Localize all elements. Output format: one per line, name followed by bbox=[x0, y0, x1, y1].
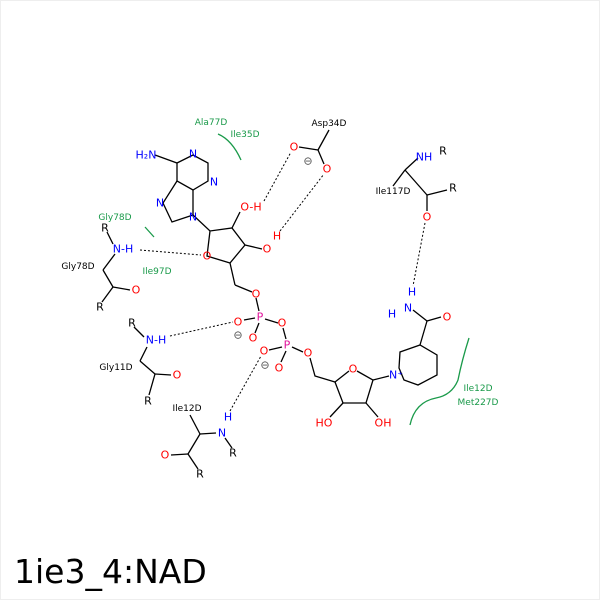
residue-ile12d-contact: Ile12D bbox=[463, 384, 492, 394]
asp-charge: ⊖ bbox=[303, 155, 312, 168]
asp-o2-label: O bbox=[323, 163, 332, 176]
gly11-r: R bbox=[128, 317, 136, 330]
residue-met227d: Met227D bbox=[458, 398, 499, 408]
amide-h1: H bbox=[408, 286, 416, 299]
amide-o: O bbox=[443, 311, 452, 324]
o3-h-label: H bbox=[273, 230, 281, 243]
gly11-nh: N-H bbox=[146, 334, 166, 347]
p1-o-bottom: O bbox=[249, 332, 258, 345]
o5-label: O bbox=[252, 288, 261, 301]
hydrogen-bonds bbox=[139, 151, 426, 412]
p1-o-left: O bbox=[234, 316, 243, 329]
ligand-title: 1ie3_4:NAD bbox=[14, 552, 207, 591]
ile12-h: H bbox=[224, 411, 232, 424]
pyridinium-n: N⁺ bbox=[389, 369, 403, 382]
gly11-r2: R bbox=[144, 395, 152, 408]
ile12-o: O bbox=[161, 449, 170, 462]
amine-label: H₂N bbox=[136, 149, 157, 162]
gly78-nh: N-H bbox=[113, 243, 133, 256]
residue-asp34d: Asp34D bbox=[312, 119, 347, 129]
gly78-r: R bbox=[101, 222, 109, 235]
n1-label: N bbox=[189, 148, 197, 161]
n3-label: N bbox=[210, 176, 218, 189]
p2-charge: ⊖ bbox=[260, 359, 269, 372]
atom-labels: H₂N N N N N O-H H O O O O O ⊖ R N-H O R … bbox=[96, 141, 457, 481]
residue-ile12d: Ile12D bbox=[172, 404, 201, 414]
ribose2-ring-o: O bbox=[349, 363, 358, 376]
ile12-r2: R bbox=[196, 468, 204, 481]
ile117-nh: NH bbox=[416, 151, 433, 164]
residue-gly78d-contact: Gly78D bbox=[98, 213, 131, 223]
n9-label: N bbox=[189, 211, 197, 224]
gly11-o: O bbox=[173, 369, 182, 382]
residue-gly11d: Gly11D bbox=[99, 363, 132, 373]
ile12-r: R bbox=[229, 447, 237, 460]
p1-label: P bbox=[257, 311, 264, 324]
ile117-r2: R bbox=[449, 182, 457, 195]
asp-o1-label: O bbox=[290, 141, 299, 154]
residue-ala77d: Ala77D bbox=[195, 118, 228, 128]
amide-h2: H bbox=[388, 308, 396, 321]
ribose2-ho: HO bbox=[316, 417, 333, 430]
ring-o-label: O bbox=[203, 250, 212, 263]
residue-ile117d: Ile117D bbox=[376, 187, 411, 197]
amide-n: N bbox=[404, 302, 412, 315]
hydrophobic-contacts bbox=[144, 133, 470, 426]
n7-label: N bbox=[156, 197, 164, 210]
ribose2-oh: OH bbox=[375, 417, 392, 430]
residue-gly78d: Gly78D bbox=[61, 262, 94, 272]
bonds bbox=[101, 129, 448, 470]
o3-label: O bbox=[263, 243, 272, 256]
residue-ile97d: Ile97D bbox=[142, 267, 171, 277]
p1-charge: ⊖ bbox=[233, 329, 242, 342]
ile117-r: R bbox=[439, 145, 447, 158]
residue-labels: Ala77D Ile35D Asp34D Gly78D Gly78D Ile97… bbox=[61, 118, 498, 414]
ile117-o: O bbox=[423, 211, 432, 224]
p2-o-right: O bbox=[304, 347, 313, 360]
gly78-r2: R bbox=[96, 301, 104, 314]
ile12-n: N bbox=[218, 427, 226, 440]
p2-o-bottom: O bbox=[275, 362, 284, 375]
bridge-o: O bbox=[278, 317, 287, 330]
p2-o-left: O bbox=[260, 345, 269, 358]
gly78-o: O bbox=[132, 284, 141, 297]
p2-label: P bbox=[284, 339, 291, 352]
o2-hydroxyl-label: O-H bbox=[240, 201, 261, 214]
residue-ile35d: Ile35D bbox=[230, 130, 259, 140]
